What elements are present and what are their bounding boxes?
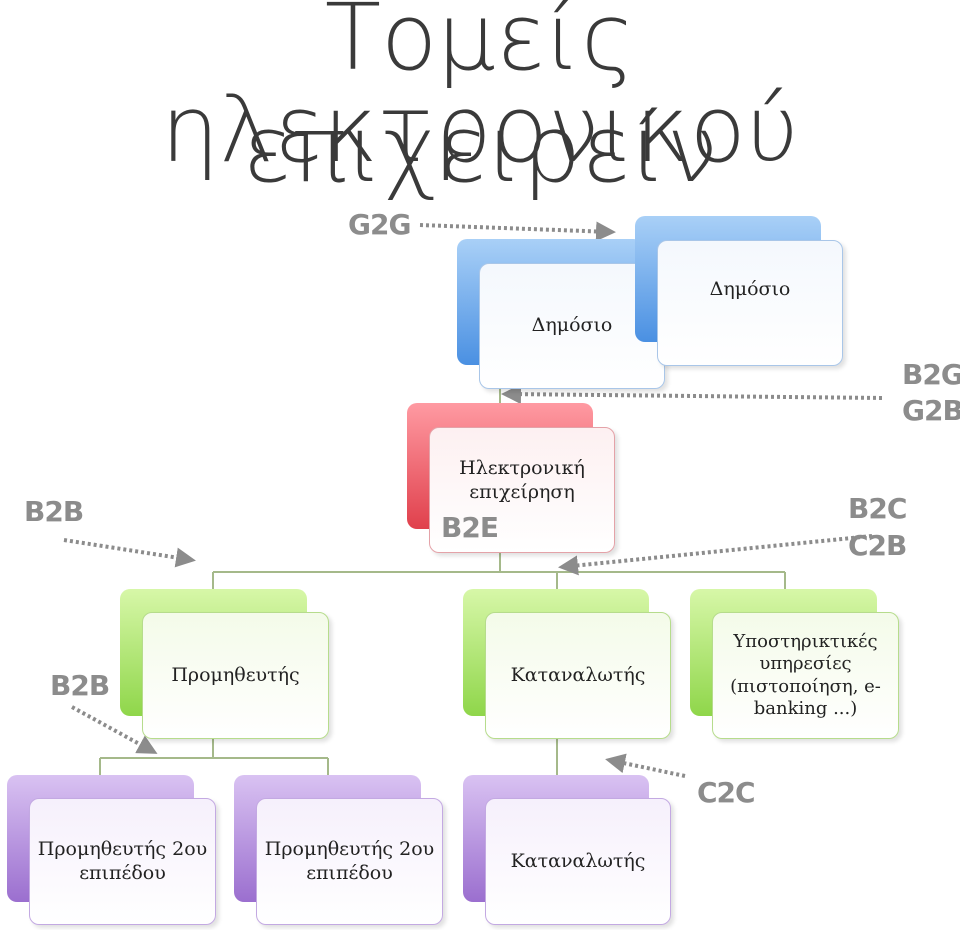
label-g2b: G2B (902, 394, 960, 427)
title-line-1: Τομείς ηλεκτρονικού (160, 0, 800, 183)
arrow-b2g (501, 384, 883, 405)
label-b2b-top: B2B (24, 495, 84, 528)
title-line-2: επιχειρείν (242, 96, 718, 203)
support-services-node[interactable]: Υποστηρικτικές υπηρεσίες (πιστοποίηση, e… (690, 589, 899, 739)
public-node-left-label: Δημόσιο (479, 263, 665, 389)
supplier-node-label: Προμηθευτής (142, 612, 329, 739)
label-g2g: G2G (348, 208, 411, 241)
e-business-node-label: Ηλεκτρονική επιχείρηση (429, 427, 615, 553)
supplier-2nd-level-node-b[interactable]: Προμηθευτής 2ου επιπέδου (234, 775, 443, 925)
label-b2c: B2C (848, 492, 907, 525)
arrow-g2g (419, 221, 616, 242)
public-node-right-label: Δημόσιο (657, 240, 843, 366)
arrow-c2c (605, 753, 686, 778)
tree-connectors (99, 388, 786, 776)
supplier-2nd-level-node-a-label: Προμηθευτής 2ου επιπέδου (29, 798, 216, 925)
consumer-node[interactable]: Καταναλωτής (463, 589, 671, 739)
consumer-node-label: Καταναλωτής (485, 612, 671, 739)
arrow-b2c (558, 534, 873, 576)
e-business-node[interactable]: Ηλεκτρονική επιχείρηση (407, 403, 615, 553)
label-c2b: C2B (848, 529, 907, 562)
relation-arrows (63, 221, 883, 778)
consumer-child-node-label: Καταναλωτής (485, 798, 671, 925)
supplier-2nd-level-node-b-label: Προμηθευτής 2ου επιπέδου (256, 798, 443, 925)
public-node-right[interactable]: Δημόσιο (635, 216, 843, 366)
public-node-left[interactable]: Δημόσιο (457, 239, 665, 389)
label-c2c: C2C (697, 776, 756, 809)
supplier-node[interactable]: Προμηθευτής (120, 589, 329, 739)
label-b2g: B2G (902, 358, 960, 391)
label-b2b-left: B2B (50, 669, 110, 702)
consumer-child-node[interactable]: Καταναλωτής (463, 775, 671, 925)
supplier-2nd-level-node-a[interactable]: Προμηθευτής 2ου επιπέδου (7, 775, 216, 925)
support-services-node-label: Υποστηρικτικές υπηρεσίες (πιστοποίηση, e… (712, 612, 899, 739)
label-b2e: B2E (441, 511, 499, 544)
arrow-b2b-top (63, 538, 196, 568)
